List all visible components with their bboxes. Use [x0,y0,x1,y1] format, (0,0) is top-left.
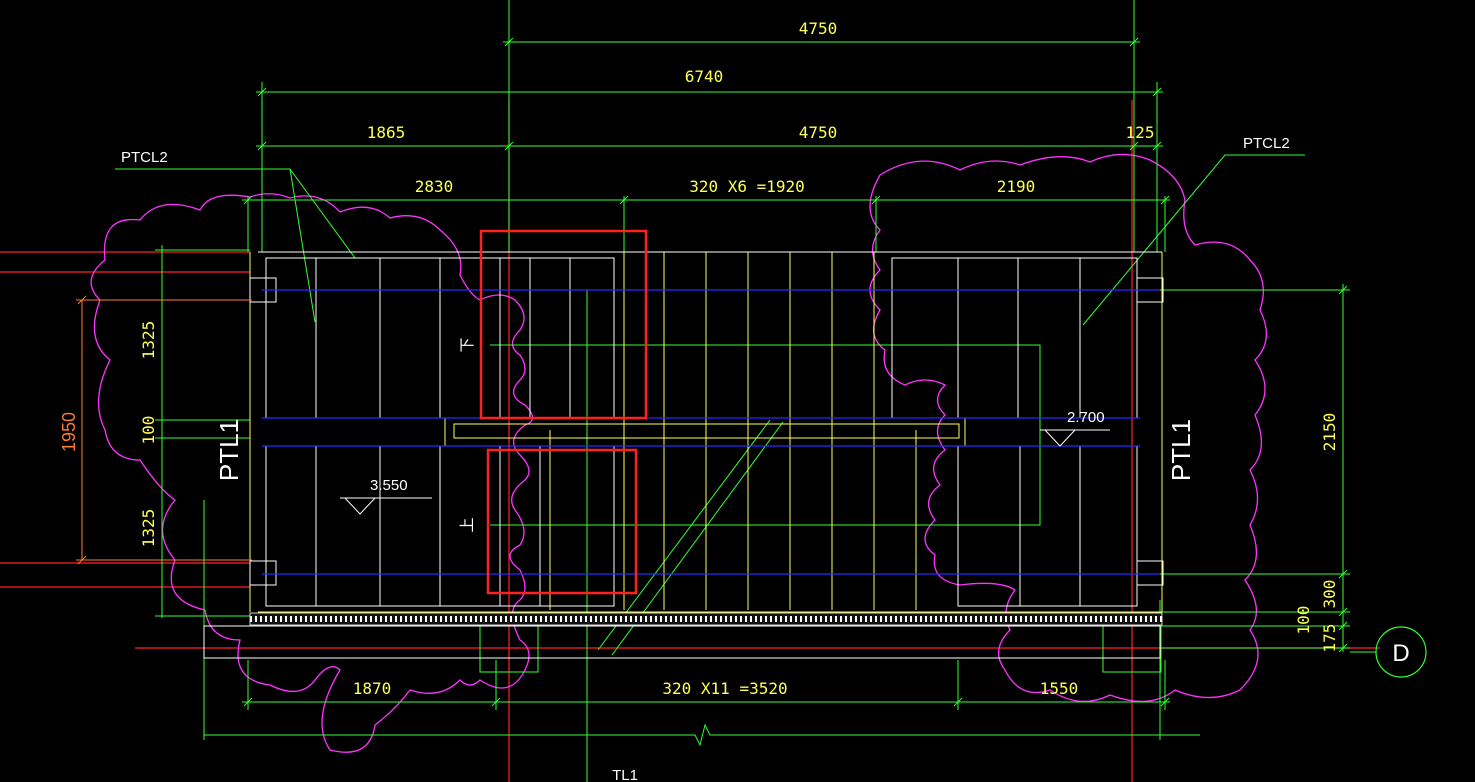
revision-cloud-right [869,153,1267,703]
dim-overall-6740: 6740 [685,67,724,86]
column-bottom-left [249,560,277,586]
beam-lines [262,289,1160,575]
column-bottom-right [1136,560,1164,586]
dim-steps-top: 320 X6 =1920 [689,177,805,196]
dim-right-100: 100 [1294,606,1313,635]
dim-left-1950: 1950 [59,412,79,452]
label-ptcl2-right: PTCL2 [1243,135,1290,152]
dim-left-100: 100 [139,416,158,445]
dim-left-1325-top: 1325 [139,321,158,360]
dim-bottom-1550: 1550 [1040,679,1079,698]
dim-right-2150: 2150 [1320,413,1339,452]
dim-steps-bottom: 320 X11 =3520 [662,679,787,698]
label-ptcl2-left: PTCL2 [121,149,168,166]
label-elev-right: 2.700 [1067,409,1105,426]
revision-clouds [90,153,1267,753]
label-tl1: TL1 [612,767,638,782]
orange-dimension [76,295,252,565]
label-up: 上 [459,517,476,532]
dim-top-4750: 4750 [799,19,838,38]
highlight-box-upper[interactable] [479,229,648,420]
dim-bottom-1870: 1870 [353,679,392,698]
label-axis-d: D [1392,640,1409,667]
dim-left-1865: 1865 [367,123,406,142]
dim-left-2830: 2830 [415,177,454,196]
label-ptl1-left: PTL1 [214,419,244,481]
stair-outline [203,251,1164,659]
label-down: 下 [459,337,476,352]
elevation-marker-right [1040,429,1110,447]
dim-mid-4750: 4750 [799,123,838,142]
dim-left-1325-bot: 1325 [139,509,158,548]
dim-right-175: 175 [1320,624,1339,653]
label-ptl1-right: PTL1 [1166,419,1196,481]
dim-right-2190: 2190 [997,177,1036,196]
label-elev-left: 3.550 [370,477,408,494]
stair-treads [249,252,1163,613]
dim-right-300: 300 [1320,580,1339,609]
floor-hatch [249,612,1163,626]
revision-cloud-left [90,193,534,753]
dim-right-125: 125 [1126,123,1155,142]
elevation-marker-left [340,497,432,515]
axis-bubble-d[interactable] [1375,626,1427,678]
highlight-box-lower[interactable] [486,448,638,595]
dimension-lines [115,0,1376,782]
